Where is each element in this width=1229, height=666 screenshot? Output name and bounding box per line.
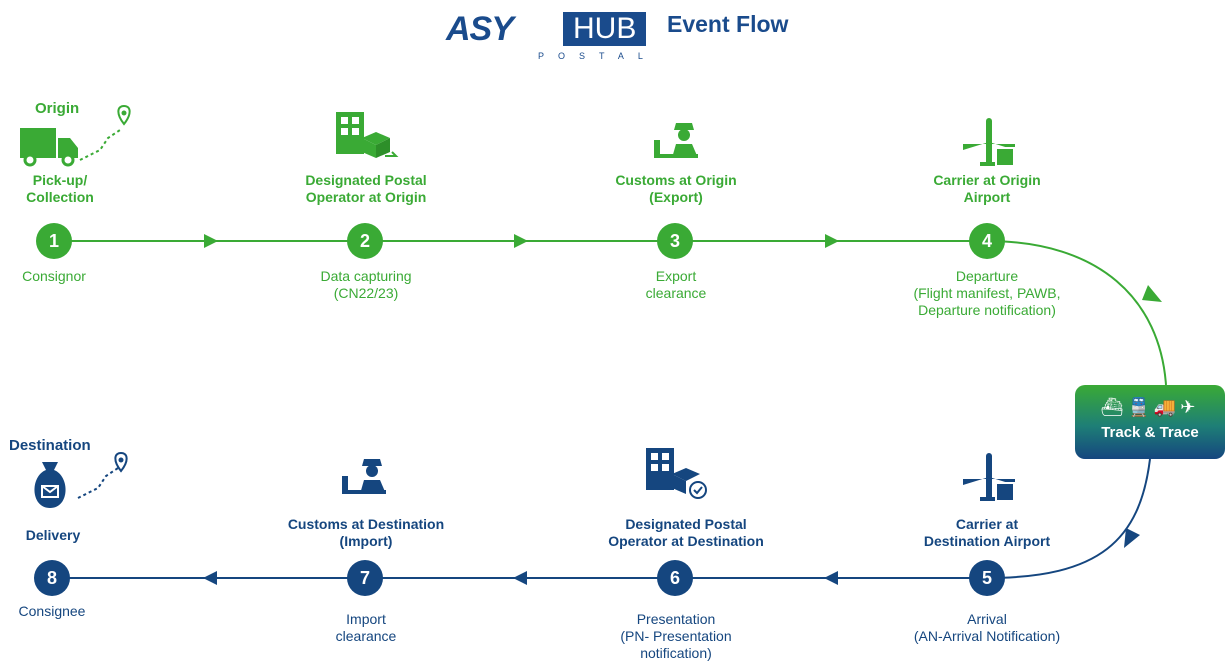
step-2-desc: Data capturing (CN22/23) (320, 268, 412, 301)
step-3-badge: 3 (657, 223, 693, 259)
route-line (77, 467, 119, 499)
arrow-right-icon (204, 234, 218, 248)
train-icon: 🚆 (1127, 397, 1154, 417)
page-title: Event Flow (667, 11, 789, 37)
postal-building-icon (336, 112, 399, 158)
step-7-title: Customs at Destination (Import) (287, 516, 445, 549)
logo-hub-text: HUB (563, 12, 647, 46)
step-2-badge: 2 (347, 223, 383, 259)
arrow-right-icon (825, 234, 839, 248)
customs-officer-icon (342, 459, 386, 494)
arrow-down-icon (1124, 528, 1140, 548)
plane-icon: ✈ (1180, 397, 1200, 417)
curve-to-step5 (986, 458, 1151, 579)
step-5-desc: Arrival (AN-Arrival Notification) (913, 611, 1061, 644)
logo-postal-text: POSTAL (538, 51, 657, 61)
route-line (79, 129, 121, 161)
step-4-title: Carrier at Origin Airport (933, 172, 1041, 205)
step-1-title: Pick-up/ Collection (26, 172, 94, 205)
step-6-badge: 6 (657, 560, 693, 596)
transport-icons: ⛴🚆🚚✈ (1075, 397, 1225, 418)
track-trace-box: ⛴🚆🚚✈ Track & Trace (1075, 385, 1225, 459)
postal-building-check-icon (646, 448, 707, 499)
asyhub-logo: ASY HUB POSTAL (446, 10, 656, 62)
arrow-left-icon (513, 571, 527, 585)
step-8-title: Delivery (25, 527, 81, 543)
destination-label: Destination (9, 437, 91, 454)
step-4-desc: Departure (Flight manifest, PAWB, Depart… (913, 268, 1061, 318)
step-3-title: Customs at Origin (Export) (615, 172, 737, 205)
step-1-desc: Consignor (22, 268, 86, 284)
curve-to-track (986, 240, 1167, 386)
logo-asy-text: ASY (446, 10, 514, 48)
step-8-desc: Consignee (18, 603, 86, 619)
ship-icon: ⛴ (1100, 397, 1128, 417)
location-pin-icon (117, 104, 131, 126)
track-trace-label: Track & Trace (1101, 424, 1199, 441)
arrow-down-icon (1142, 285, 1162, 302)
plane-icon (963, 118, 1015, 167)
customs-officer-icon (654, 123, 698, 158)
arrow-left-icon (824, 571, 838, 585)
mail-bag-icon (34, 462, 66, 508)
arrow-right-icon (514, 234, 528, 248)
step-6-title: Designated Postal Operator at Destinatio… (608, 516, 764, 549)
location-pin-icon (114, 451, 128, 473)
step-6-desc: Presentation (PN- Presentation notificat… (620, 611, 732, 661)
arrow-left-icon (203, 571, 217, 585)
step-8-badge: 8 (34, 560, 70, 596)
truck-icon: 🚚 (1153, 397, 1181, 417)
plane-icon (963, 453, 1015, 502)
step-7-badge: 7 (347, 560, 383, 596)
step-1-badge: 1 (36, 223, 72, 259)
step-3-desc: Export clearance (645, 268, 707, 301)
step-4-badge: 4 (969, 223, 1005, 259)
step-5-title: Carrier at Destination Airport (923, 516, 1051, 549)
step-2-title: Designated Postal Operator at Origin (305, 172, 427, 205)
step-7-desc: Import clearance (335, 611, 397, 644)
origin-label: Origin (35, 100, 80, 117)
step-5-badge: 5 (969, 560, 1005, 596)
truck-icon (20, 128, 78, 167)
